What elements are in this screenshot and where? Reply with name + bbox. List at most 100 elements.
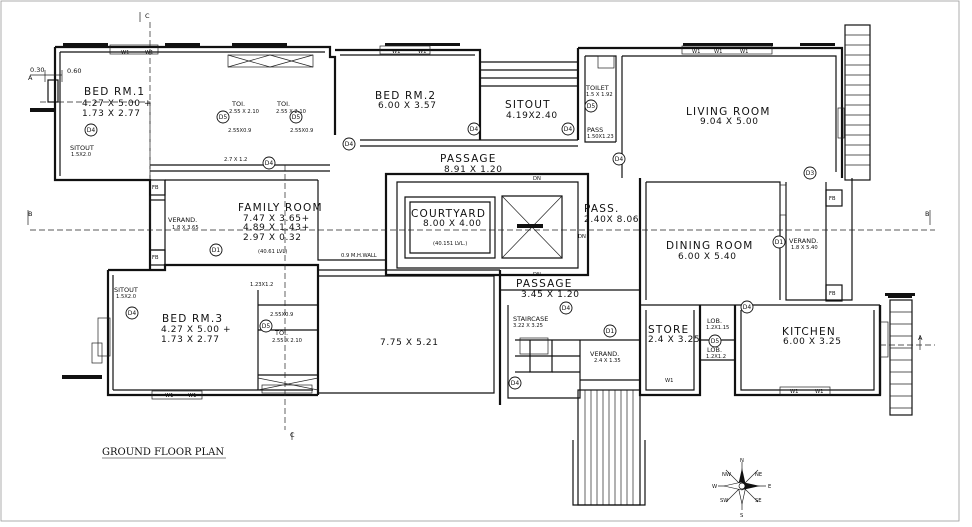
compass-west: W <box>712 484 717 490</box>
room-dim: 1.2X1.2 <box>706 354 726 360</box>
room-dim: 4.89 X 1.43+ <box>243 223 310 233</box>
door-tag: D1 <box>606 328 615 335</box>
door-tag: D4 <box>128 310 137 317</box>
room-dim: 4.19X2.40 <box>506 111 558 121</box>
fb-label: FB <box>829 291 836 297</box>
door-tag: D3 <box>806 170 815 177</box>
room-dim: 2.55 X 2.10 <box>272 338 302 344</box>
drawing-frame <box>0 0 960 522</box>
door-tag: D4 <box>345 141 354 148</box>
room-dim: 7.47 X 3.65+ <box>243 214 310 224</box>
room-name: VERAND. <box>789 237 818 245</box>
room-dim: 2.4 X 1.35 <box>594 358 621 364</box>
room-name: TOI. <box>231 100 245 108</box>
door-tag: D4 <box>615 156 624 163</box>
fb-label: FB <box>152 255 159 261</box>
walls <box>53 45 882 405</box>
wall-note: 0.9 M.H.WALL <box>341 253 377 259</box>
door-tags: D4 D5 D5 D4 D4 D4 D4 D5 D4 D3 D1 D1 D4 D… <box>84 99 817 390</box>
window-tag: W1 <box>815 389 823 395</box>
hall-dim: 1.23X1.2 <box>250 282 273 288</box>
dim-label: 0.30 <box>30 66 44 74</box>
room-dim: 1.5X2.0 <box>116 294 136 300</box>
room-name: TOI. <box>276 100 290 108</box>
room-dim: 2.55X0.9 <box>290 128 313 134</box>
door-tag: D1 <box>212 247 221 254</box>
room-name: LOB. <box>707 317 722 325</box>
fb-label: FB <box>152 185 159 191</box>
room-dim: 2.55X0.9 <box>228 128 251 134</box>
room-name: FAMILY ROOM <box>238 202 323 214</box>
room-dim: 4.27 X 5.00 + <box>82 99 152 109</box>
room-dim: 1.5X2.0 <box>71 152 91 158</box>
room-labels: BED RM.1 4.27 X 5.00 + 1.73 X 2.77 BED R… <box>70 84 841 364</box>
room-name: TOILET <box>585 84 609 92</box>
room-name: PASS. <box>584 203 620 215</box>
room-dim: 1.73 X 2.77 <box>161 335 220 345</box>
window-tag: W1 <box>665 378 673 384</box>
room-name: DINING ROOM <box>666 240 754 252</box>
room-dim: 1.5 X 1.92 <box>586 92 613 98</box>
room-dim: 9.04 X 5.00 <box>700 117 759 127</box>
section-marker: B <box>925 210 929 218</box>
room-name: PASS <box>587 126 603 134</box>
room-name: TOI. <box>274 329 288 337</box>
room-dim: 2.4 X 3.25 <box>648 335 700 345</box>
section-marker: C <box>290 431 295 439</box>
room-name: STORE <box>648 324 689 336</box>
room-name: BED RM.1 <box>84 86 145 98</box>
room-dim: 2.40X 8.06 <box>584 215 639 225</box>
room-dim: 2.97 X 0.32 <box>243 233 302 243</box>
window-tag: W1 <box>714 49 722 55</box>
room-dim: 1.73 X 2.77 <box>82 109 141 119</box>
compass-rose: N S E W NE NW SE SW <box>712 458 771 519</box>
door-tag: D4 <box>743 304 752 311</box>
dn-label: DN <box>578 234 586 240</box>
section-marker: C <box>145 12 150 20</box>
compass-sw: SW <box>720 498 728 504</box>
windows <box>30 43 915 400</box>
compass-south: S <box>740 513 743 519</box>
room-dim: 1.2X1.15 <box>706 325 729 331</box>
room-name: LIVING ROOM <box>686 106 771 118</box>
section-marker: A <box>28 74 33 82</box>
dim-label: 0.60 <box>67 67 81 75</box>
dn-label: DN <box>533 272 541 278</box>
compass-nw: NW <box>722 472 731 478</box>
room-note: (40.61 LVL) <box>258 249 287 255</box>
door-tag: D5 <box>262 323 271 330</box>
plan-title: GROUND FLOOR PLAN <box>102 447 224 458</box>
window-tag: W1 <box>692 49 700 55</box>
room-dim: 6.00 X 3.57 <box>378 101 437 111</box>
room-name: VERAND. <box>168 216 197 224</box>
window-tag: W1 <box>165 393 173 399</box>
room-name: BED RM.2 <box>375 90 436 102</box>
room-name: PASSAGE <box>516 278 573 290</box>
room-dim: 2.55 X 2.10 <box>229 109 259 115</box>
room-dim: 3.22 X 3.25 <box>513 323 543 329</box>
door-tag: D5 <box>292 114 301 121</box>
room-dim: 2.55 X 2.10 <box>276 109 306 115</box>
compass-ne: NE <box>755 472 762 478</box>
compass-se: SE <box>755 498 762 504</box>
room-name: SITOUT <box>505 99 551 111</box>
room-dim: 2.55X0.9 <box>270 312 293 318</box>
room-dim: 6.00 X 5.40 <box>678 252 737 262</box>
room-name: LOB. <box>707 346 722 354</box>
room-name: SITOUT <box>114 286 138 294</box>
room-name: PASSAGE <box>440 153 497 165</box>
room-dim: 8.91 X 1.20 <box>444 165 503 175</box>
window-tag: W1 <box>392 49 400 55</box>
door-tag: D1 <box>775 239 784 246</box>
door-tag: D4 <box>265 160 274 167</box>
compass-east: E <box>768 484 771 490</box>
compass-north: N <box>740 458 744 464</box>
room-name: VERAND. <box>590 350 619 358</box>
window-tag: W1 <box>418 49 426 55</box>
window-tag: W1 <box>790 389 798 395</box>
window-tag: W1 <box>121 50 129 56</box>
room-dim: 1.8 X 3.65 <box>172 225 199 231</box>
section-lines <box>27 12 935 440</box>
room-name: STAIRCASE <box>513 315 548 323</box>
door-tag: D4 <box>562 305 571 312</box>
